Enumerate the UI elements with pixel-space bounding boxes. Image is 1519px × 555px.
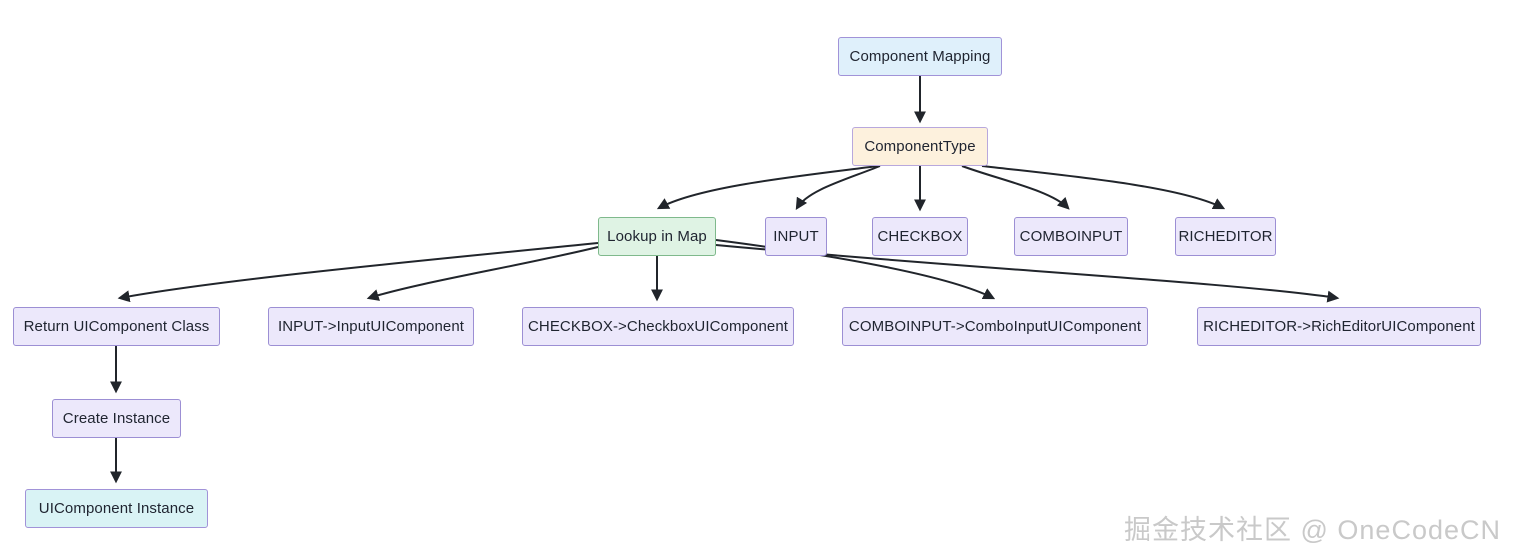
node-label: RICHEDITOR->RichEditorUIComponent [1203, 318, 1475, 335]
edge-lookup-in-map-to-map-input [366, 246, 599, 301]
node-map-comboinput[interactable]: COMBOINPUT->ComboInputUIComponent [842, 307, 1148, 346]
node-checkbox[interactable]: CHECKBOX [872, 217, 968, 256]
node-label: COMBOINPUT [1019, 228, 1123, 245]
node-input[interactable]: INPUT [765, 217, 827, 256]
node-richeditor[interactable]: RICHEDITOR [1175, 217, 1276, 256]
node-return-class[interactable]: Return UIComponent Class [13, 307, 220, 346]
node-label: Return UIComponent Class [23, 318, 210, 335]
node-label: COMBOINPUT->ComboInputUIComponent [848, 318, 1142, 335]
node-map-checkbox[interactable]: CHECKBOX->CheckboxUIComponent [522, 307, 794, 346]
node-label: INPUT [773, 228, 819, 245]
node-label: Lookup in Map [607, 228, 707, 245]
node-label: RICHEDITOR [1178, 228, 1273, 245]
node-label: ComponentType [864, 138, 976, 155]
edge-component-type-to-input [795, 165, 881, 211]
edge-component-type-to-lookup-in-map [656, 165, 879, 210]
node-label: Create Instance [62, 410, 171, 427]
node-label: INPUT->InputUIComponent [277, 318, 465, 335]
node-comboinput[interactable]: COMBOINPUT [1014, 217, 1128, 256]
node-uicomponent-instance[interactable]: UIComponent Instance [25, 489, 208, 528]
node-create-instance[interactable]: Create Instance [52, 399, 181, 438]
node-component-type[interactable]: ComponentType [852, 127, 988, 166]
edge-component-type-to-richeditor [981, 165, 1226, 210]
watermark: 掘金技术社区 @ OneCodeCN [1124, 515, 1501, 545]
node-label: Component Mapping [849, 48, 991, 65]
edge-lookup-in-map-to-return-class [117, 242, 599, 303]
node-label: UIComponent Instance [38, 500, 195, 517]
node-lookup-in-map[interactable]: Lookup in Map [598, 217, 716, 256]
edge-group [110, 76, 1340, 484]
node-map-richeditor[interactable]: RICHEDITOR->RichEditorUIComponent [1197, 307, 1481, 346]
node-map-input[interactable]: INPUT->InputUIComponent [268, 307, 474, 346]
node-label: CHECKBOX [877, 228, 963, 245]
node-component-mapping[interactable]: Component Mapping [838, 37, 1002, 76]
node-label: CHECKBOX->CheckboxUIComponent [527, 318, 789, 335]
edge-component-type-to-comboinput [961, 165, 1070, 210]
